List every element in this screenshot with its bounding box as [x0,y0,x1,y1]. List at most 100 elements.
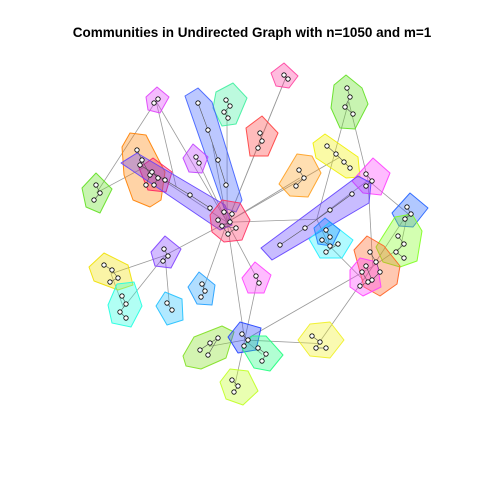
node-orange-lower-right-0 [367,249,373,255]
edge-purple-right-elongated-to-pink-red-center [227,218,317,223]
node-green-right-3 [401,255,407,261]
edge-cyan-left-to-purple-left-mid [123,255,166,308]
edge-purple-left-mid-to-cyan-small [164,255,170,307]
edge-magenta-small-center-to-blue-lower-center [244,279,258,341]
node-blue-elongated-top-2 [215,157,221,163]
node-orange-lower-right-1 [373,259,379,265]
node-blue-right-2 [402,216,408,222]
node-green-top-right-0 [344,85,350,91]
node-green-lower-left-0 [197,347,203,353]
node-cyan-small-0 [164,300,170,306]
node-orange-lower-right-2 [377,269,383,275]
node-cyan-center-2 [335,241,341,247]
node-blue-center-right-1 [327,234,333,240]
node-yellow-right-top-2 [341,159,347,165]
node-pink-red-center-6 [215,217,221,223]
node-lime-bottom-2 [231,389,237,395]
node-pink-top-right-0 [281,72,287,78]
node-purple-small-mid-1 [196,160,202,166]
node-yellow-lower-2 [313,345,319,351]
node-orange-left-1 [139,157,145,163]
community-edge-green-lower-left [207,337,219,356]
node-magenta-small-center-1 [256,280,262,286]
edge-magenta-top-left-to-pink-red-center [155,100,228,223]
edge-orange-right-to-pink-red-center [226,177,300,223]
community-edge-blue-elongated-top [217,159,227,186]
node-purple-left-mid-2 [160,258,166,264]
node-blue-small-left-1 [202,288,208,294]
node-yellow-right-top-3 [347,165,353,171]
node-mint-lower-1 [263,351,269,357]
node-yellow-lower-0 [309,333,315,339]
node-mint-lower-0 [255,345,261,351]
graph-nodes [91,72,414,395]
community-hulls [81,62,429,406]
edge-red-mid-top-to-pink-red-center [226,140,261,223]
node-magenta-small-center-0 [253,273,259,279]
edge-magenta-right-to-purple-right-elongated [316,180,369,220]
edge-blue-right-to-orange-lower-right [372,213,409,267]
community-hull-green-lower-left [182,325,235,370]
node-purple-right-elongated-2 [327,207,333,213]
node-yellow-right-top-1 [333,151,339,157]
node-red-mid-top-2 [255,145,261,151]
node-magenta-lower-right-2 [357,283,363,289]
node-purple-left-elongated-1 [162,177,168,183]
edge-magenta-top-left-to-purple-left-elongated [155,100,177,188]
node-crimson-left-2 [151,182,157,188]
node-cyan-small-1 [169,307,175,313]
node-purple-right-elongated-3 [349,191,355,197]
node-pink-red-center-3 [219,223,225,229]
node-blue-small-left-0 [199,281,205,287]
node-green-far-left-1 [97,190,103,196]
node-orange-left-0 [134,147,140,153]
node-purple-left-elongated-3 [207,205,213,211]
node-magenta-top-left-1 [151,100,157,106]
community-edge-purple-left-elongated [164,179,191,196]
community-hull-orange-lower-right [353,235,401,297]
node-orange-right-1 [301,175,307,181]
community-edge-purple-right-elongated [279,227,306,246]
node-cyan-left-3 [123,315,129,321]
community-hull-mint-lower [241,335,284,372]
node-cyan-center-0 [319,237,325,243]
node-green-far-left-2 [91,197,97,203]
edge-green-top-right-to-purple-right-elongated [316,101,350,220]
node-cyan-left-2 [117,309,123,315]
node-green-lower-left-1 [207,340,213,346]
edge-blue-small-left-to-pink-red-center [202,222,228,291]
edge-magenta-lower-right-to-cyan-center [328,245,364,281]
edge-magenta-small-center-to-pink-red-center [226,222,258,280]
node-purple-left-mid-1 [165,253,171,259]
node-crimson-left-1 [155,175,161,181]
edge-blue-elongated-top-to-pink-red-center [212,144,228,223]
edge-blue-lower-center-to-yellow-lower [244,339,319,344]
node-pink-red-center-5 [225,231,231,237]
figure-title: Communities in Undirected Graph with n=1… [73,25,432,40]
node-pink-red-center-0 [221,209,227,215]
node-green-far-left-0 [93,182,99,188]
community-hull-blue-right [391,192,429,228]
community-edge-purple-left-elongated [189,194,211,209]
edge-green-far-left-to-orange-left [96,167,144,194]
node-green-lower-left-3 [205,352,211,358]
node-lime-bottom-1 [235,383,241,389]
node-blue-small-left-2 [198,294,204,300]
node-blue-right-1 [408,211,414,217]
node-mint-top-0 [223,97,229,103]
node-blue-elongated-top-1 [205,127,211,133]
node-magenta-right-2 [363,183,369,189]
node-cyan-center-3 [323,249,329,255]
node-yellow-lower-3 [323,345,329,351]
node-green-top-right-3 [350,111,356,117]
node-magenta-right-1 [369,178,375,184]
community-hull-cyan-small [155,291,184,326]
node-orange-lower-right-3 [369,277,375,283]
community-hull-cyan-center [308,221,354,259]
node-magenta-lower-right-0 [359,269,365,275]
node-yellow-left-3 [107,279,113,285]
node-mint-top-1 [227,103,233,109]
node-crimson-left-0 [149,169,155,175]
node-cyan-left-1 [123,301,129,307]
